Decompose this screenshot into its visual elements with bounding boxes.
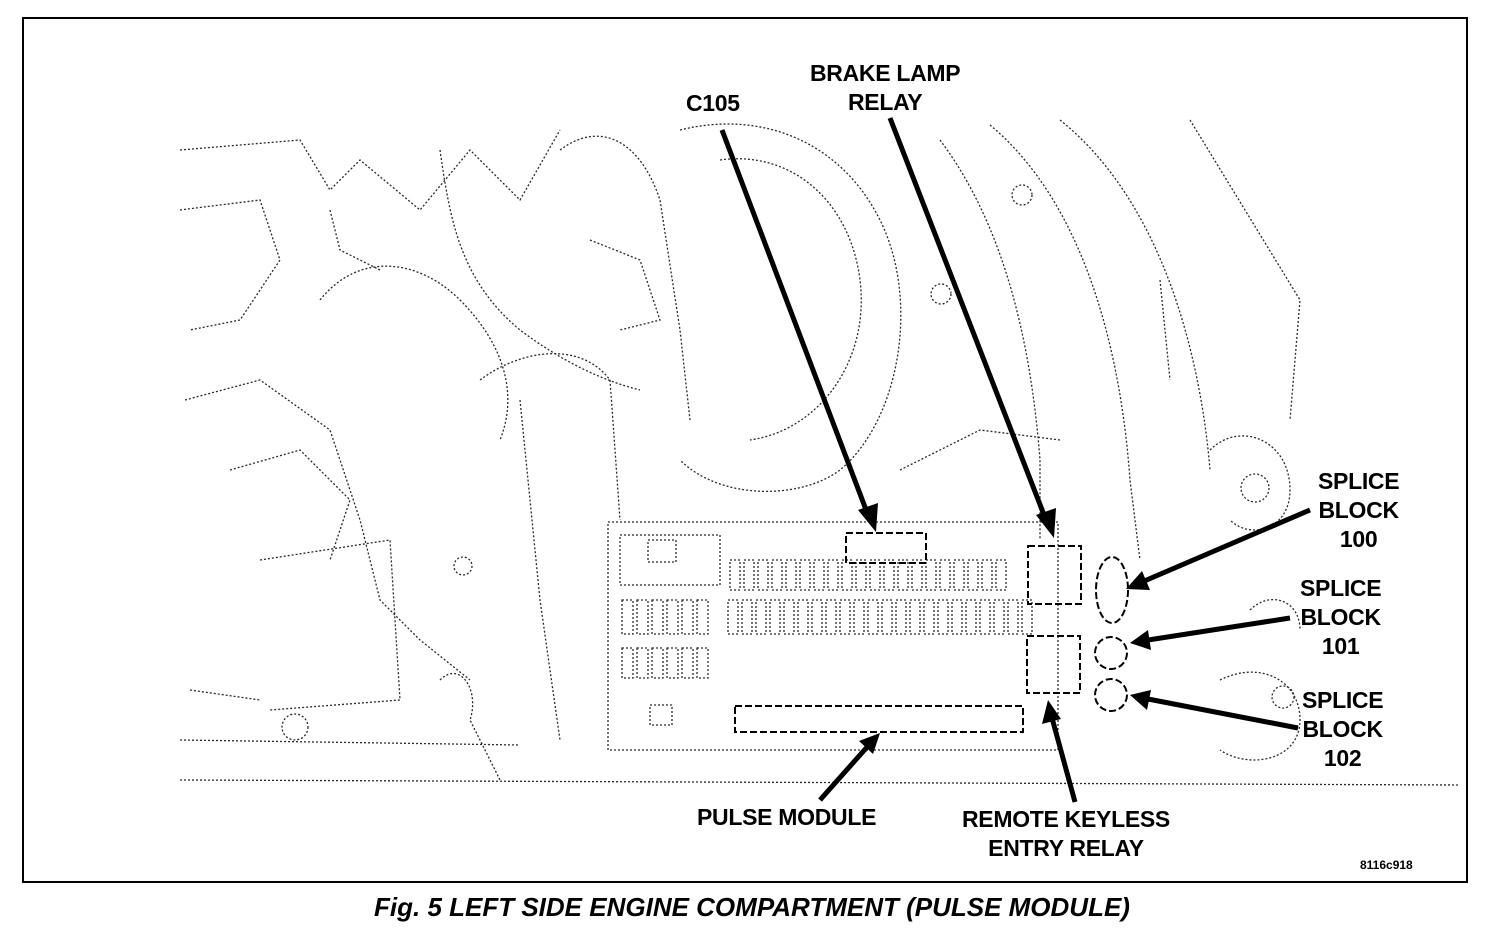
remote-keyless-entry-relay-box — [1026, 635, 1081, 694]
fuse — [757, 559, 769, 591]
fuse — [1021, 599, 1033, 635]
splice-block-102-shape — [1094, 678, 1128, 712]
fuse — [911, 559, 923, 591]
fuse-array — [621, 559, 1033, 679]
fuse — [729, 559, 741, 591]
pulse-module-arrowhead — [859, 733, 880, 754]
fuse — [743, 559, 755, 591]
fuse — [981, 559, 993, 591]
c105-leader — [719, 129, 871, 516]
brake-lamp-relay-box — [1027, 545, 1082, 605]
pulse-module-box — [734, 705, 1024, 733]
fuse — [951, 599, 963, 635]
fuse — [797, 599, 809, 635]
c105-connector-box — [845, 532, 927, 564]
fuse — [909, 599, 921, 635]
fuse — [979, 599, 991, 635]
brake-lamp-relay-arrowhead — [1036, 508, 1056, 538]
fuse — [636, 647, 649, 679]
fuse — [666, 647, 679, 679]
fuse — [771, 559, 783, 591]
label-remote-keyless-entry-relay: REMOTE KEYLESS ENTRY RELAY — [962, 806, 1170, 861]
fuse — [869, 559, 881, 591]
fuse — [799, 559, 811, 591]
label-splice-block-101: SPLICE BLOCK 101 — [1300, 575, 1382, 659]
figure-caption: Fig. 5 LEFT SIDE ENGINE COMPARTMENT (PUL… — [374, 892, 1130, 922]
fuse — [967, 559, 979, 591]
brake-lamp-relay-leader — [887, 117, 1049, 521]
c105-arrowhead — [858, 503, 878, 532]
fuse — [621, 599, 634, 635]
fuse — [855, 559, 867, 591]
label-brake-lamp-relay: BRAKE LAMP RELAY — [810, 60, 961, 115]
fuse — [785, 559, 797, 591]
fuse — [681, 599, 694, 635]
splice-block-100-leader — [1141, 507, 1311, 585]
pulse-module-leader — [818, 744, 870, 802]
fuse — [621, 647, 634, 679]
fuse — [666, 599, 679, 635]
remote-keyless-entry-relay-arrowhead — [1042, 700, 1061, 724]
fuse — [895, 599, 907, 635]
fuse — [923, 599, 935, 635]
fuse — [651, 599, 664, 635]
fuse — [741, 599, 753, 635]
splice-block-102-leader — [1147, 696, 1299, 731]
fuse — [727, 599, 739, 635]
fuse — [993, 599, 1005, 635]
fuse — [813, 559, 825, 591]
label-c105: C105 — [686, 90, 740, 116]
engine-line-art — [179, 119, 1461, 786]
remote-keyless-entry-relay-leader — [1049, 717, 1078, 803]
fuse — [841, 559, 853, 591]
fuse — [1007, 599, 1019, 635]
fuse — [839, 599, 851, 635]
fuse — [825, 599, 837, 635]
fuse — [681, 647, 694, 679]
fuse — [636, 599, 649, 635]
junction-block — [607, 521, 1059, 751]
splice-block-101-arrowhead — [1130, 630, 1151, 650]
fuse — [696, 647, 709, 679]
label-splice-block-102: SPLICE BLOCK 102 — [1302, 687, 1384, 771]
fuse — [755, 599, 767, 635]
label-splice-block-100: SPLICE BLOCK 100 — [1318, 468, 1400, 552]
splice-block-102-arrowhead — [1130, 690, 1151, 710]
splice-block-100-arrowhead — [1126, 571, 1150, 590]
diagram-frame — [22, 17, 1468, 883]
fuse — [651, 647, 664, 679]
fuse — [937, 599, 949, 635]
splice-block-101-leader — [1147, 615, 1291, 643]
fuse — [883, 559, 895, 591]
fuse — [853, 599, 865, 635]
fuse — [925, 559, 937, 591]
fuse — [897, 559, 909, 591]
splice-block-100-shape — [1095, 556, 1129, 624]
splice-block-101-shape — [1094, 636, 1128, 670]
figure-id: 8116c918 — [1360, 858, 1413, 872]
fuse — [995, 559, 1007, 591]
fuse — [827, 559, 839, 591]
fuse — [696, 599, 709, 635]
fuse — [881, 599, 893, 635]
fuse — [769, 599, 781, 635]
label-pulse-module: PULSE MODULE — [697, 804, 877, 830]
fuse — [867, 599, 879, 635]
fuse — [811, 599, 823, 635]
fuse — [783, 599, 795, 635]
fuse — [939, 559, 951, 591]
leader-arrows — [719, 117, 1311, 803]
fuse — [953, 559, 965, 591]
fuse — [965, 599, 977, 635]
